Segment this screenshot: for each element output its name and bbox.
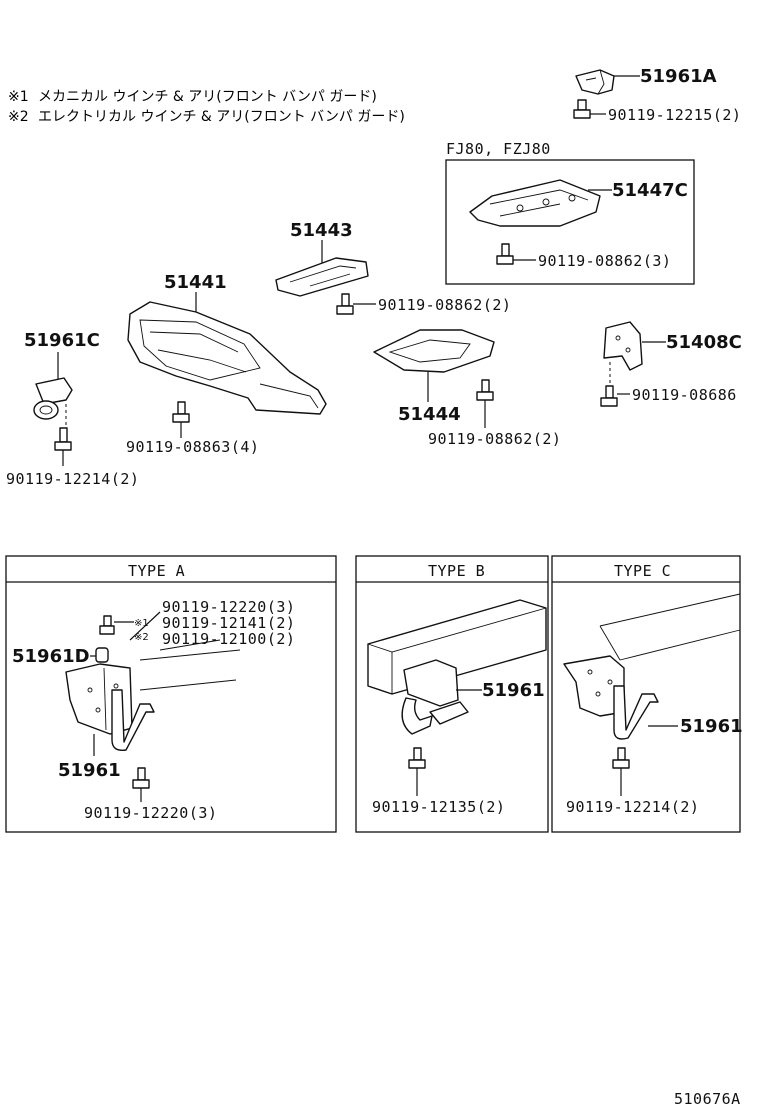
- label-90119-08862-b: 90119-08862(2): [378, 296, 511, 314]
- fj-box-label: FJ80, FZJ80: [446, 140, 551, 158]
- label-51408C: 51408C: [666, 332, 742, 353]
- type-b-title: TYPE B: [428, 562, 485, 580]
- label-90119-08862-a: 90119-08862(3): [538, 252, 671, 270]
- label-51961-c: 51961: [680, 716, 743, 737]
- label-90119-08686: 90119-08686: [632, 386, 737, 404]
- note-1-text: メカニカル ウインチ & アリ(フロント バンパ ガード): [38, 89, 377, 105]
- label-90119-12100: 90119-12100(2): [162, 630, 295, 648]
- part-51441: [127, 301, 327, 415]
- label-90119-12214-a: 90119-12214(2): [6, 470, 139, 488]
- part-51443: [275, 257, 369, 297]
- label-90119-12220-bot: 90119-12220(3): [84, 804, 217, 822]
- label-90119-12141: 90119-12141(2): [162, 614, 295, 632]
- label-51444: 51444: [398, 404, 461, 425]
- bolt-90119-08862-a: 90119-08862(3): [496, 243, 671, 270]
- label-90119-08862-c: 90119-08862(2): [428, 430, 561, 448]
- bolt-90119-08862-c: 90119-08862(2): [428, 379, 561, 448]
- label-51961D: 51961D: [12, 646, 90, 667]
- label-90119-08863: 90119-08863(4): [126, 438, 259, 456]
- bolt-90119-08686: 90119-08686: [600, 385, 737, 407]
- label-90119-12214-c: 90119-12214(2): [566, 798, 699, 816]
- note-2-text: エレクトリカル ウインチ & アリ(フロント バンパ ガード): [38, 109, 405, 125]
- part-51961C: [33, 377, 73, 426]
- bolt-90119-08862-b: 90119-08862(2): [336, 293, 511, 315]
- note-2-mark: ※2: [8, 109, 29, 125]
- note-2: ※2 エレクトリカル ウインチ & アリ(フロント バンパ ガード): [8, 109, 405, 125]
- type-a-panel: TYPE A 51961D ※1 ※2 90119-12220(3) 90119…: [5, 555, 337, 833]
- label-90119-12135: 90119-12135(2): [372, 798, 505, 816]
- part-51961A: 51961A: [575, 66, 717, 95]
- part-51447C: 51447C: [469, 179, 688, 227]
- type-a-title: TYPE A: [128, 562, 185, 580]
- part-51444: [373, 329, 495, 373]
- label-51447C: 51447C: [612, 180, 688, 201]
- label-90119-12215: 90119-12215(2): [608, 106, 741, 124]
- type-a-mark-2: ※2: [134, 632, 149, 643]
- label-51441: 51441: [164, 272, 227, 293]
- label-51961-a: 51961: [58, 760, 121, 781]
- note-1: ※1 メカニカル ウインチ & アリ(フロント バンパ ガード): [8, 89, 377, 105]
- diagram-id: 510676A: [674, 1090, 741, 1108]
- label-51961A: 51961A: [640, 66, 717, 87]
- note-1-mark: ※1: [8, 89, 29, 105]
- fj-box: [445, 159, 695, 285]
- label-51961C: 51961C: [24, 330, 100, 351]
- part-51408C: 51408C: [603, 321, 742, 384]
- label-51443: 51443: [290, 220, 353, 241]
- type-c-panel: TYPE C 51961 90119-12214(2): [551, 555, 743, 833]
- type-a-mark-1: ※1: [134, 618, 149, 629]
- bolt-90119-12215: 90119-12215(2): [573, 99, 741, 124]
- bolt-90119-08863: 90119-08863(4): [126, 401, 259, 456]
- label-90119-12220-top: 90119-12220(3): [162, 598, 295, 616]
- label-51961-b: 51961: [482, 680, 545, 701]
- bolt-90119-12214-a: 90119-12214(2): [6, 427, 139, 488]
- type-c-title: TYPE C: [614, 562, 671, 580]
- type-b-panel: TYPE B 51961 90119-12135(2): [355, 555, 549, 833]
